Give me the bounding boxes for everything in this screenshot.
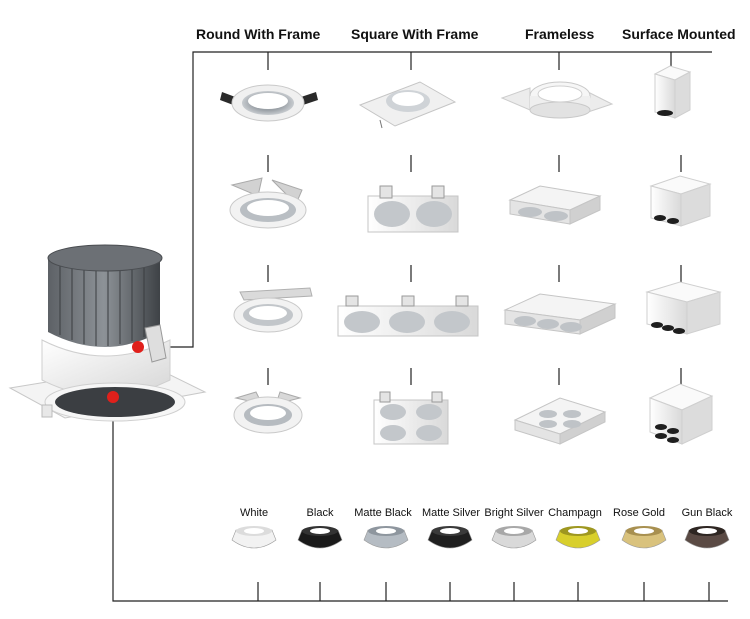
finish-label-bright-silver: Bright Silver bbox=[484, 507, 544, 519]
finish-label-white: White bbox=[239, 507, 269, 519]
finish-swatches bbox=[231, 526, 730, 549]
finish-swatch-rose-gold bbox=[621, 526, 667, 549]
finish-swatch-black bbox=[297, 526, 343, 549]
frameless-quad bbox=[513, 397, 607, 445]
finish-label-black: Black bbox=[306, 507, 334, 519]
finish-swatch-champagn bbox=[555, 526, 601, 549]
finish-swatch-white bbox=[231, 526, 277, 549]
square-frame-quad bbox=[373, 391, 449, 445]
connector-lines bbox=[112, 51, 728, 602]
surface-mounted-double bbox=[649, 175, 712, 227]
finish-label-matte-black: Matte Black bbox=[354, 507, 412, 519]
finish-label-rose-gold: Rose Gold bbox=[613, 507, 665, 519]
finish-label-gun-black: Gun Black bbox=[681, 507, 733, 519]
square-frame-triple bbox=[337, 295, 479, 337]
marker-dot-trim bbox=[107, 391, 119, 403]
frameless-triple bbox=[503, 293, 617, 335]
header-square-with-frame: Square With Frame bbox=[351, 26, 479, 42]
finish-label-matte-silver: Matte Silver bbox=[421, 507, 481, 519]
square-frame-single bbox=[358, 81, 457, 129]
finish-label-champagn: Champagn bbox=[548, 507, 602, 519]
finish-swatch-matte-black bbox=[363, 526, 409, 549]
finish-swatch-gun-black bbox=[684, 526, 730, 549]
round-frame-variant-4 bbox=[233, 391, 303, 434]
surface-mounted-quad bbox=[648, 383, 714, 445]
frameless-double bbox=[508, 185, 602, 225]
finish-swatch-matte-silver bbox=[427, 526, 473, 549]
header-surface-mounted: Surface Mounted bbox=[622, 26, 736, 42]
round-frame-variant-2 bbox=[229, 177, 307, 229]
header-frameless: Frameless bbox=[525, 26, 595, 42]
main-downlight-image bbox=[8, 244, 207, 422]
surface-mounted-triple bbox=[645, 281, 722, 335]
round-frame-variant-3 bbox=[233, 287, 313, 333]
header-round-with-frame: Round With Frame bbox=[196, 26, 321, 42]
frameless-single bbox=[500, 81, 614, 119]
finish-swatch-bright-silver bbox=[491, 526, 537, 549]
square-frame-double bbox=[367, 185, 459, 233]
marker-dot-frame bbox=[132, 341, 144, 353]
surface-mounted-single bbox=[653, 65, 692, 119]
round-frame-variant-1 bbox=[220, 84, 318, 122]
